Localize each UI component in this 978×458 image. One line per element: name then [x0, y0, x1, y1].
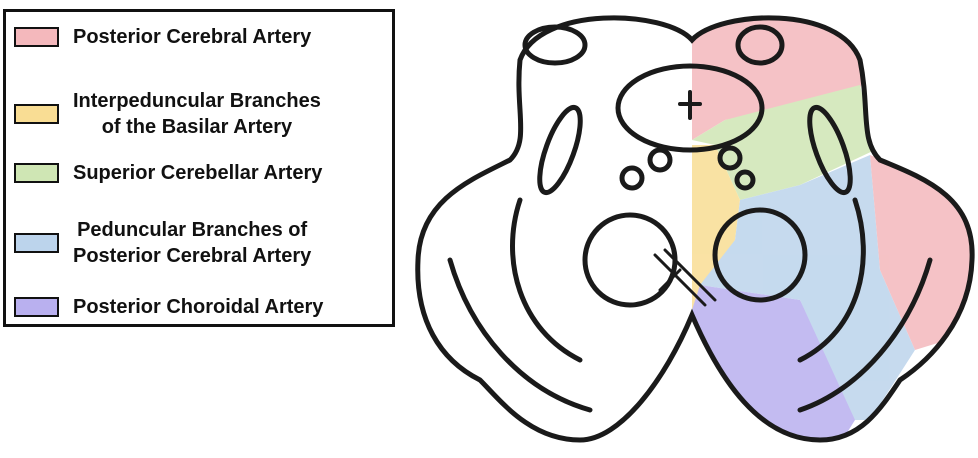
substantia-nigra-left	[510, 197, 583, 363]
region-interpeduncular	[692, 145, 740, 310]
aqueduct-region	[615, 63, 765, 153]
legend-item-superior-cerebellar: Superior Cerebellar Artery	[14, 160, 322, 186]
legend-item-posterior-cerebral: Posterior Cerebral Artery	[14, 24, 311, 50]
colliculus-left	[522, 24, 588, 66]
colliculus-right	[735, 24, 785, 66]
legend-label: Interpeduncular Branches of the Basilar A…	[73, 88, 321, 140]
cross-mark	[678, 90, 702, 120]
legend-label: Posterior Cerebral Artery	[73, 26, 312, 48]
peduncle-line-right	[797, 257, 933, 413]
tract-left	[537, 104, 583, 196]
legend-label: Posterior Choroidal Artery	[73, 296, 324, 318]
fibers	[653, 248, 717, 307]
nucleus-small	[647, 147, 673, 173]
legend-swatch	[14, 297, 59, 317]
legend-swatch	[14, 163, 59, 183]
legend-swatch	[14, 104, 59, 124]
nucleus-small	[619, 165, 645, 191]
legend-item-posterior-choroidal: Posterior Choroidal Artery	[14, 294, 323, 320]
nucleus-small	[734, 169, 756, 191]
legend-label-line1: Interpeduncular Branches	[73, 90, 321, 112]
legend-label-line2: Posterior Cerebral Artery	[73, 245, 312, 267]
tract-right	[807, 104, 853, 196]
legend-label-line1: Peduncular Branches of	[77, 219, 308, 241]
red-nucleus-right	[712, 207, 808, 303]
nucleus-small	[717, 145, 743, 171]
legend-label: Peduncular Branches of Posterior Cerebral…	[73, 217, 311, 269]
midbrain-outline	[415, 15, 975, 443]
peduncle-line-left	[447, 257, 593, 413]
legend-label: Superior Cerebellar Artery	[73, 162, 323, 184]
legend-item-peduncular: Peduncular Branches of Posterior Cerebral…	[14, 217, 311, 269]
substantia-nigra-right	[797, 197, 866, 363]
legend-label-line2: of the Basilar Artery	[101, 116, 293, 138]
legend-swatch	[14, 27, 59, 47]
legend-swatch	[14, 233, 59, 253]
legend: Posterior Cerebral Artery Interpeduncula…	[3, 9, 395, 327]
legend-item-interpeduncular: Interpeduncular Branches of the Basilar A…	[14, 88, 321, 140]
